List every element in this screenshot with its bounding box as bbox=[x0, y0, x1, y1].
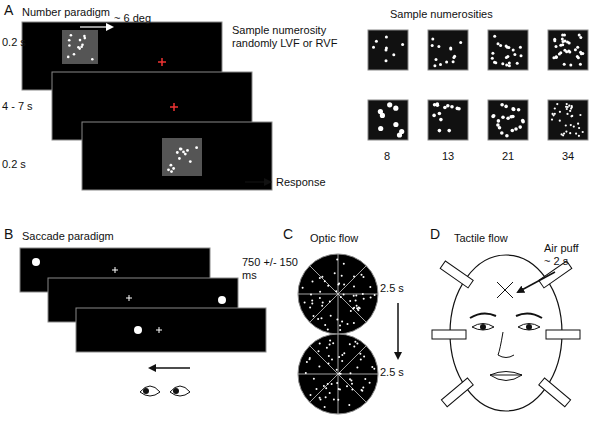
note-label: Sample numerosity randomly LVF or RVF bbox=[232, 24, 350, 50]
panel-letter: C bbox=[283, 228, 293, 241]
panel-title: Saccade paradigm bbox=[22, 230, 114, 243]
duration-label: 2.5 s bbox=[380, 366, 404, 379]
numerosity-value: 13 bbox=[442, 150, 454, 163]
duration-label: 4 - 7 s bbox=[2, 100, 33, 113]
duration-label: 0.2 s bbox=[2, 158, 26, 171]
panel-title: Sample numerosities bbox=[390, 8, 493, 21]
panel-letter: A bbox=[4, 4, 13, 17]
duration-label: 2.5 s bbox=[380, 282, 404, 295]
panel-letter: B bbox=[4, 228, 13, 241]
angle-label: ~ 6 deg bbox=[114, 12, 151, 25]
duration-label: 0.2 s bbox=[2, 36, 26, 49]
panel-title: Tactile flow bbox=[454, 232, 508, 245]
panel-title: Optic flow bbox=[310, 232, 358, 245]
numerosity-value: 34 bbox=[562, 150, 574, 163]
panel-letter: D bbox=[430, 228, 440, 241]
numerosity-value: 21 bbox=[502, 150, 514, 163]
numerosity-value: 8 bbox=[384, 150, 390, 163]
duration-label: 750 +/- 150 ms bbox=[242, 256, 306, 282]
panel-title: Number paradigm bbox=[22, 6, 110, 19]
stimulus-label: Air puff ~ 2 s bbox=[544, 242, 588, 268]
response-label: Response bbox=[276, 176, 326, 189]
